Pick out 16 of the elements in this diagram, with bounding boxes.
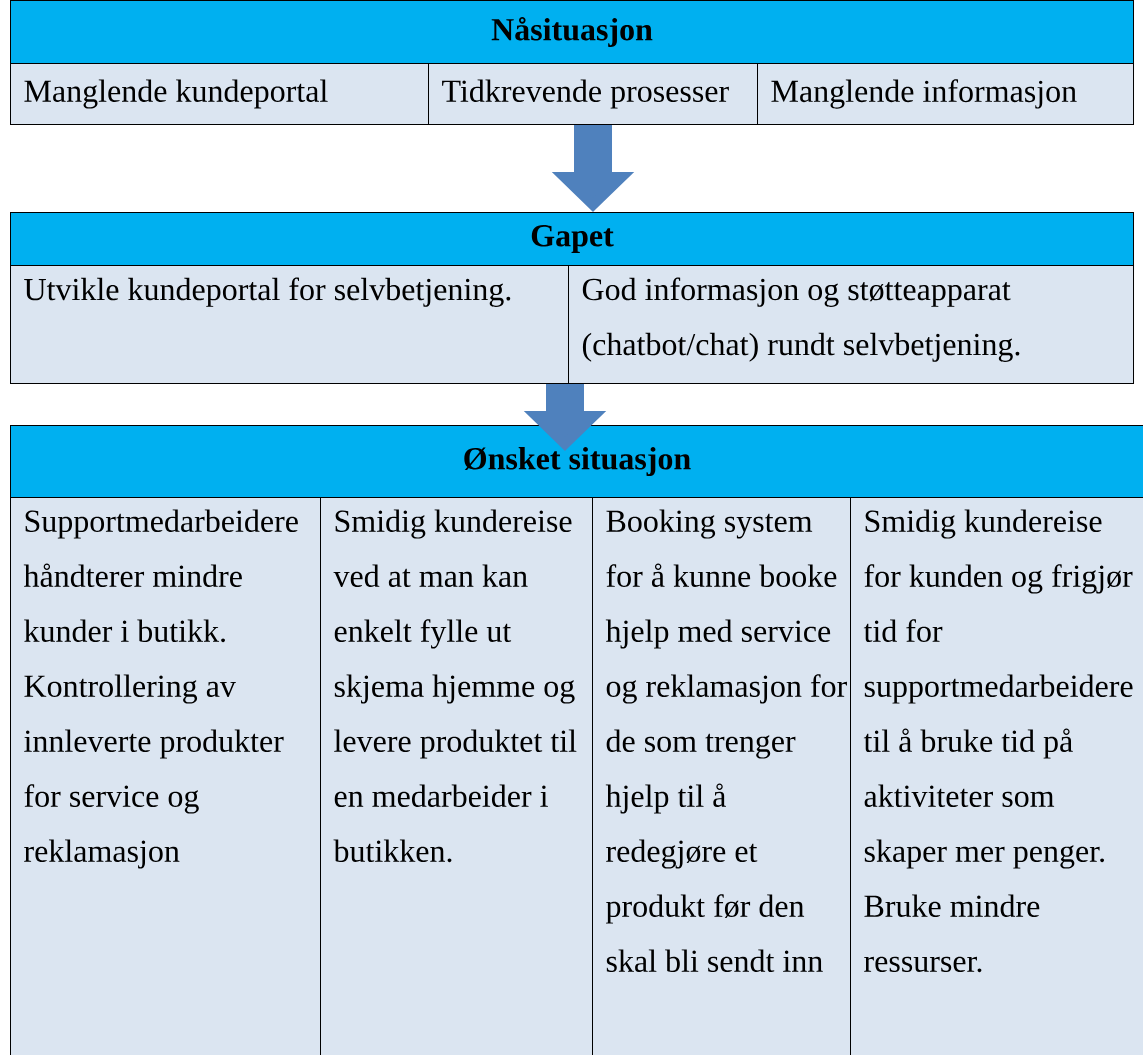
table-cell: Manglende kundeportal [10,63,429,125]
table-cell: Booking system for å kunne booke hjelp med service og reklamasjon for de som trenger hjelp til å redegjøre et produkt før den skal bli sendt inn [592,497,851,1055]
node-label: Supportmedarbeidere håndterer mindre kunder i butikk. Kontrollering av innleverte produkter for service og reklamasjon [23,509,298,869]
table-cell: Smidig kundereise ved at man kan enkelt fylle ut skjema hjemme og levere produktet til en medarbeider i butikken. [320,497,593,1055]
node-label: Smidig kundereise ved at man kan enkelt fylle ut skjema hjemme og levere produktet til en medarbeider i butikken. [333,509,577,863]
header-cell: Ønsket situasjon [10,425,1143,498]
node-label: Smidig kundereise for kunden og frigjør tid for supportmedarbeidere til å bruke tid på aktiviteter som skaper mer penger. Bruke mindre ressurser. [863,509,1133,973]
table-cell: Utvikle kundeportal for selvbetjening. [10,265,569,384]
table-cell: God informasjon og støtteapparat (chatbot/chat) rundt selvbetjening. [568,265,1134,384]
node-label: Booking system for å kunne booke hjelp med service og reklamasjon for de som trenger hjelp til å redegjøre et produkt før den skal bli sendt inn [605,509,847,973]
table-cell: Supportmedarbeidere håndterer mindre kunder i butikk. Kontrollering av innleverte produkter for service og reklamasjon [10,497,321,1055]
table-cell: Manglende informasjon [757,63,1134,125]
table-cell: Smidig kundereise for kunden og frigjør tid for supportmedarbeidere til å bruke tid på aktiviteter som skaper mer penger. Bruke mindre ressurser. [850,497,1143,1055]
header-cell: Gapet [10,212,1134,266]
table-cell: Tidkrevende prosesser [428,63,758,125]
header-cell: Nåsituasjon [10,0,1134,64]
